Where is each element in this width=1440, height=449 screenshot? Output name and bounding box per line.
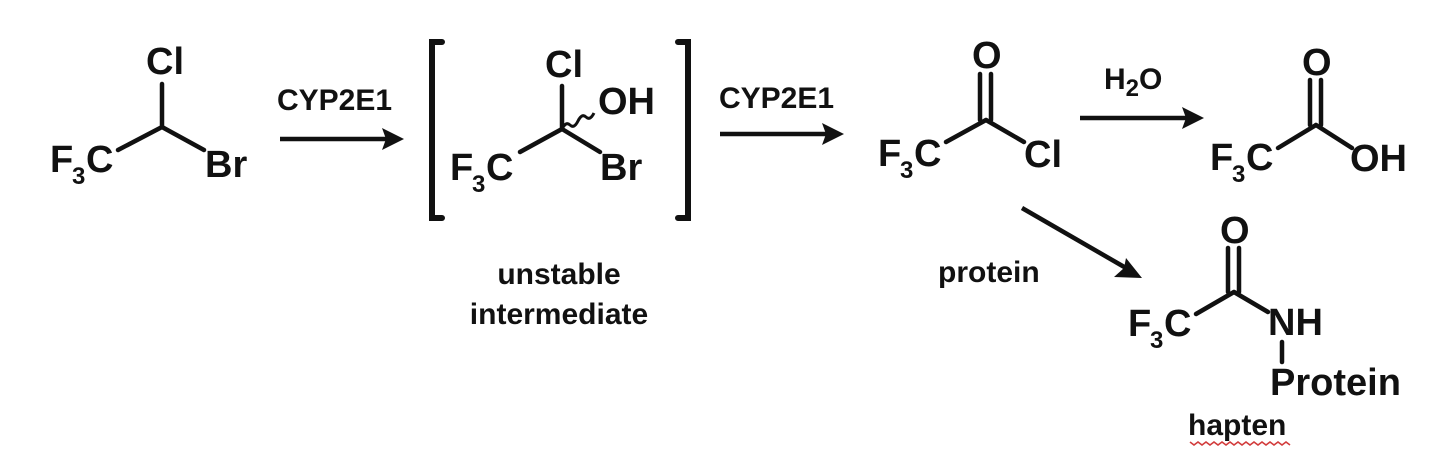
halothane-structure: Cl Br F 3 C — [50, 41, 247, 190]
bond-cf3-c — [1275, 122, 1319, 151]
bond-c-br — [559, 126, 603, 155]
trifluoroacetic-acid-structure: O OH F 3 C — [1210, 42, 1407, 188]
reagent-cyp2e1-step1: CYP2E1 — [277, 84, 392, 117]
carbon-label: C — [914, 133, 941, 175]
chlorine-atom: Cl — [545, 44, 583, 86]
water-o: O — [1139, 63, 1162, 96]
carbon-label: C — [86, 139, 113, 181]
fluorine-label: F — [878, 133, 901, 175]
hydroxyl-group: OH — [1350, 138, 1407, 180]
bromine-atom: Br — [600, 147, 642, 189]
hydroxyl-group: OH — [598, 81, 655, 123]
bond-cf3-c — [115, 124, 165, 153]
arrow-head — [1114, 258, 1142, 278]
spellcheck-underline — [1189, 441, 1291, 446]
amide-nh: NH — [1268, 302, 1323, 344]
wavy-bond-c-oh — [560, 112, 596, 130]
bond-c-n — [1231, 289, 1271, 315]
trifluoromethyl-group: F 3 C — [878, 133, 941, 184]
reagent-cyp2e1-step2: CYP2E1 — [719, 82, 834, 115]
trifluoroacetyl-chloride-structure: O Cl F 3 C — [878, 35, 1062, 184]
fluorine-label: F — [450, 147, 473, 189]
fluorine-count: 3 — [1150, 327, 1163, 354]
bond-cf3-c — [1193, 289, 1237, 317]
fluorine-count: 3 — [900, 157, 913, 184]
protein-label: Protein — [1270, 362, 1401, 404]
chlorine-atom: Cl — [146, 41, 184, 83]
water-h: H — [1104, 63, 1126, 96]
oxygen-atom: O — [1302, 42, 1332, 84]
intermediate-label-line1: unstable — [497, 258, 620, 291]
fluorine-count: 3 — [1232, 161, 1245, 188]
trifluoromethyl-group: F 3 C — [50, 139, 113, 190]
arrow-step-1: CYP2E1 — [277, 84, 404, 150]
fluorine-count: 3 — [472, 171, 485, 198]
bond-c-cl — [983, 117, 1027, 145]
oxygen-atom: O — [1220, 210, 1250, 252]
water-subscript: 2 — [1126, 75, 1139, 102]
intermediate-structure: Cl OH Br F 3 C unstable intermediate — [429, 39, 691, 331]
fluorine-label: F — [1128, 303, 1151, 345]
intermediate-label-line2: intermediate — [470, 298, 648, 331]
arrow-head — [1182, 107, 1204, 129]
carbon-label: C — [1164, 303, 1191, 345]
left-bracket — [429, 39, 445, 221]
hapten-structure: O NH Protein F 3 C hapten — [1128, 210, 1401, 446]
oxygen-atom: O — [972, 35, 1002, 77]
reagent-protein: protein — [938, 256, 1040, 289]
bond-cf3-c — [517, 126, 565, 155]
chlorine-atom: Cl — [1024, 134, 1062, 176]
right-bracket — [675, 39, 691, 221]
bond-c-br — [159, 124, 207, 153]
hapten-label: hapten — [1188, 409, 1286, 442]
reagent-water: H2O — [1104, 63, 1162, 102]
carbon-label: C — [1246, 137, 1273, 179]
trifluoromethyl-group: F 3 C — [1210, 137, 1273, 188]
bond-c-oh — [1313, 122, 1355, 151]
arrow-hydrolysis: H2O — [1080, 63, 1204, 129]
trifluoromethyl-group: F 3 C — [1128, 303, 1191, 354]
arrow-protein-acylation: protein — [938, 206, 1142, 289]
arrow-head — [822, 123, 844, 145]
bond-cf3-c — [943, 117, 989, 145]
trifluoromethyl-group: F 3 C — [450, 147, 513, 198]
arrow-head — [382, 128, 404, 150]
fluorine-label: F — [50, 139, 73, 181]
fluorine-count: 3 — [72, 163, 85, 190]
fluorine-label: F — [1210, 137, 1233, 179]
arrow-shaft — [1020, 206, 1128, 270]
bromine-atom: Br — [205, 144, 247, 186]
carbon-label: C — [486, 147, 513, 189]
arrow-step-2: CYP2E1 — [719, 82, 844, 145]
